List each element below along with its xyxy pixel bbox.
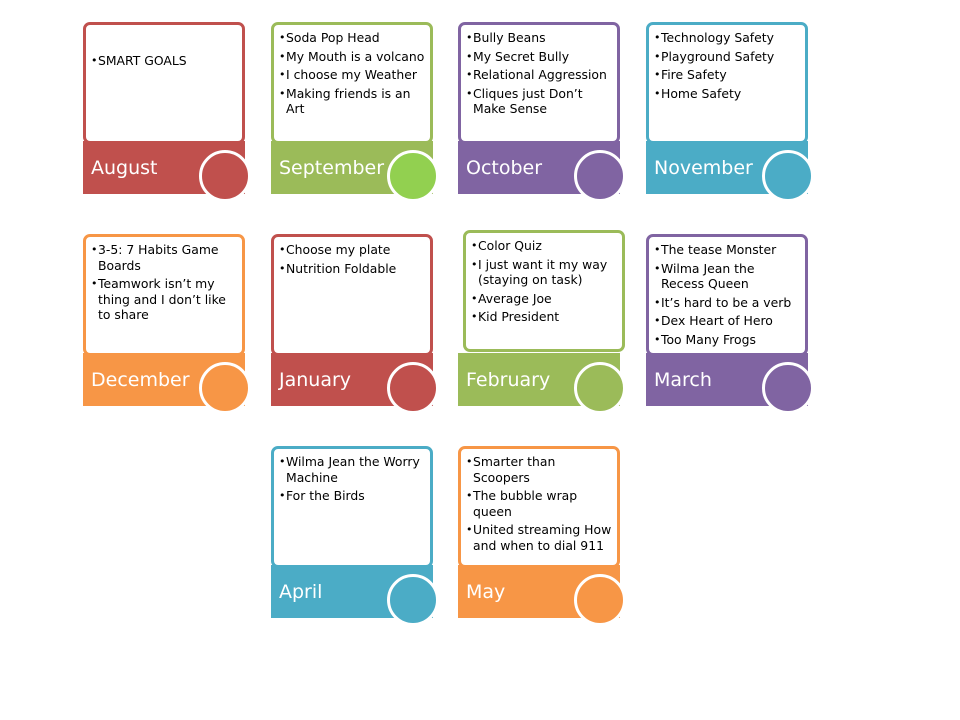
list-item: Dex Heart of Hero [654,313,800,329]
card-content-box: Smarter than Scoopers The bubble wrap qu… [458,446,620,568]
card-content-box: Color Quiz I just want it my way (stayin… [463,230,625,352]
list-item: Fire Safety [654,67,800,83]
card-item-list: Technology Safety Playground Safety Fire… [654,30,800,102]
card-content-box: Wilma Jean the Worry Machine For the Bir… [271,446,433,568]
card-content-box: Technology Safety Playground Safety Fire… [646,22,808,144]
list-item: 3-5: 7 Habits Game Boards [91,242,237,273]
circle-icon [387,362,439,414]
month-label: May [466,580,506,603]
list-item: Choose my plate [279,242,425,258]
card-december: 3-5: 7 Habits Game Boards Teamwork isn’t… [83,234,251,414]
list-item: Bully Beans [466,30,612,46]
circle-icon [387,150,439,202]
month-label: December [91,368,190,391]
list-item: Wilma Jean the Recess Queen [654,261,800,292]
list-item: Wilma Jean the Worry Machine [279,454,425,485]
card-february: Color Quiz I just want it my way (stayin… [458,230,626,414]
list-item: Cliques just Don’t Make Sense [466,86,612,117]
circle-icon [762,150,814,202]
card-item-list: SMART GOALS [91,53,237,69]
circle-icon [199,150,251,202]
card-october: Bully Beans My Secret Bully Relational A… [458,22,626,202]
list-item: Making friends is an Art [279,86,425,117]
list-item: For the Birds [279,488,425,504]
circle-icon [574,362,626,414]
list-item: I just want it my way (staying on task) [471,257,617,288]
list-item: It’s hard to be a verb [654,295,800,311]
card-item-list: Color Quiz I just want it my way (stayin… [471,238,617,325]
card-item-list: Choose my plate Nutrition Foldable [279,242,425,277]
circle-icon [762,362,814,414]
list-item: Home Safety [654,86,800,102]
card-item-list: Soda Pop Head My Mouth is a volcano I ch… [279,30,425,117]
list-item: Relational Aggression [466,67,612,83]
list-item: United streaming How and when to dial 91… [466,522,612,553]
card-content-box: 3-5: 7 Habits Game Boards Teamwork isn’t… [83,234,245,356]
list-item: I choose my Weather [279,67,425,83]
card-item-list: The tease Monster Wilma Jean the Recess … [654,242,800,348]
list-item: Color Quiz [471,238,617,254]
card-content-box: Bully Beans My Secret Bully Relational A… [458,22,620,144]
month-band: September [271,141,433,194]
month-label: April [279,580,323,603]
card-november: Technology Safety Playground Safety Fire… [646,22,814,202]
list-item: The bubble wrap queen [466,488,612,519]
list-item: SMART GOALS [91,53,237,69]
month-label: October [466,156,543,179]
month-label: November [654,156,753,179]
card-item-list: Smarter than Scoopers The bubble wrap qu… [466,454,612,553]
card-item-list: Bully Beans My Secret Bully Relational A… [466,30,612,117]
list-item: Soda Pop Head [279,30,425,46]
list-item: Smarter than Scoopers [466,454,612,485]
circle-icon [574,574,626,626]
list-item: Nutrition Foldable [279,261,425,277]
list-item: My Secret Bully [466,49,612,65]
month-label: January [279,368,352,391]
circle-icon [574,150,626,202]
card-march: The tease Monster Wilma Jean the Recess … [646,234,814,414]
card-april: Wilma Jean the Worry Machine For the Bir… [271,446,439,626]
card-may: Smarter than Scoopers The bubble wrap qu… [458,446,626,626]
month-label: September [279,156,385,179]
card-august: SMART GOALS August [83,22,251,202]
list-item: Average Joe [471,291,617,307]
card-content-box: The tease Monster Wilma Jean the Recess … [646,234,808,356]
list-item: Too Many Frogs [654,332,800,348]
list-item: Kid President [471,309,617,325]
list-item: Playground Safety [654,49,800,65]
list-item: My Mouth is a volcano [279,49,425,65]
card-january: Choose my plate Nutrition Foldable Janua… [271,234,439,414]
card-item-list: Wilma Jean the Worry Machine For the Bir… [279,454,425,504]
circle-icon [199,362,251,414]
card-content-box: SMART GOALS [83,22,245,144]
circle-icon [387,574,439,626]
list-item: Teamwork isn’t my thing and I don’t like… [91,276,237,323]
list-item: Technology Safety [654,30,800,46]
card-content-box: Soda Pop Head My Mouth is a volcano I ch… [271,22,433,144]
card-item-list: 3-5: 7 Habits Game Boards Teamwork isn’t… [91,242,237,323]
list-item: The tease Monster [654,242,800,258]
month-label: March [654,368,712,391]
card-content-box: Choose my plate Nutrition Foldable [271,234,433,356]
month-label: February [466,368,551,391]
card-september: Soda Pop Head My Mouth is a volcano I ch… [271,22,439,202]
month-label: August [91,156,158,179]
